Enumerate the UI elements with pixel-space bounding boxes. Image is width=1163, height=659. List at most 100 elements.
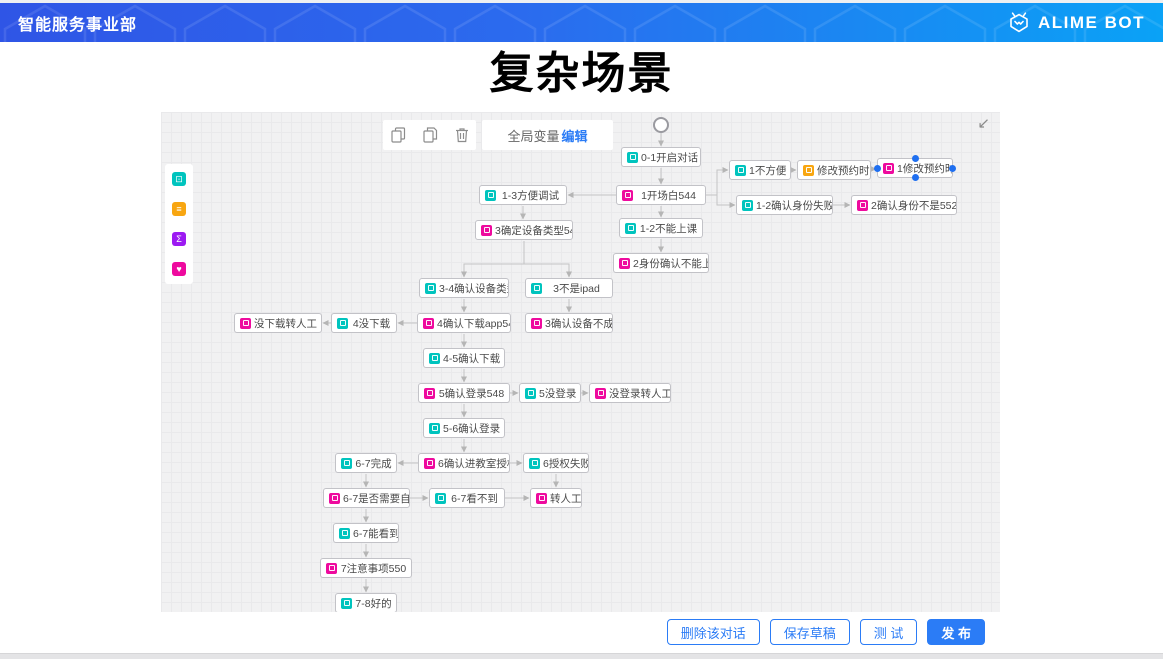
connection-handle[interactable] bbox=[912, 155, 919, 162]
flow-node-label: 1不方便 bbox=[746, 163, 790, 178]
bottom-strip bbox=[0, 653, 1163, 659]
flow-node[interactable]: 0-1开启对话 bbox=[621, 147, 701, 167]
copy-icon[interactable] bbox=[391, 127, 406, 143]
trash-icon[interactable] bbox=[455, 127, 469, 143]
magenta-node-icon bbox=[326, 563, 337, 574]
flow-node-label: 1开场白544 bbox=[633, 188, 705, 203]
flow-node[interactable]: 6-7完成 bbox=[335, 453, 397, 473]
palette-action-node-icon[interactable]: ≡ bbox=[172, 202, 186, 216]
delete-dialog-button[interactable]: 删除该对话 bbox=[667, 619, 760, 645]
footer-actions: 删除该对话 保存草稿 测 试 发 布 bbox=[0, 619, 985, 645]
connection-handle[interactable] bbox=[874, 165, 881, 172]
flow-node[interactable]: 3确定设备类型546 bbox=[475, 220, 573, 240]
palette-service-node-icon[interactable]: ♥ bbox=[172, 262, 186, 276]
flow-node-label: 转人工 bbox=[547, 491, 581, 506]
flow-node[interactable]: 7注意事项550 bbox=[320, 558, 412, 578]
flow-node-label: 4-5确认下载 bbox=[440, 351, 504, 366]
flow-node[interactable]: 3不是ipad bbox=[525, 278, 613, 298]
global-variables-bar: 全局变量 编辑 bbox=[482, 120, 613, 150]
flow-node[interactable]: 1开场白544 bbox=[616, 185, 706, 205]
teal-node-icon bbox=[742, 200, 753, 211]
flow-node[interactable]: 5没登录 bbox=[519, 383, 581, 403]
connection-handle[interactable] bbox=[949, 165, 956, 172]
teal-node-icon bbox=[485, 190, 496, 201]
teal-node-icon bbox=[339, 528, 350, 539]
node-actions-toolbar bbox=[383, 120, 476, 150]
flow-node[interactable]: 4没下载 bbox=[331, 313, 397, 333]
flow-node[interactable]: 6确认进教室授权54.. bbox=[418, 453, 510, 473]
magenta-node-icon bbox=[481, 225, 492, 236]
flow-node-label: 5-6确认登录 bbox=[440, 421, 504, 436]
teal-node-icon bbox=[529, 458, 540, 469]
teal-node-icon bbox=[531, 283, 542, 294]
teal-node-icon bbox=[625, 223, 636, 234]
flow-node-label: 6-7看不到 bbox=[446, 491, 504, 506]
hexagon-pattern bbox=[0, 3, 1163, 42]
flow-node-label: 没下载转人工 bbox=[251, 316, 321, 331]
flow-node[interactable]: 转人工 bbox=[530, 488, 582, 508]
collapse-canvas-icon[interactable]: ↙ bbox=[977, 114, 990, 132]
flow-node-label: 1修改预约时间 bbox=[894, 161, 952, 176]
flow-node[interactable]: 6授权失败 bbox=[523, 453, 589, 473]
flow-node-label: 修改预约时间 bbox=[814, 163, 870, 178]
magenta-node-icon bbox=[622, 190, 633, 201]
flow-node[interactable]: 2身份确认不能上课5.. bbox=[613, 253, 709, 273]
flow-node-label: 2身份确认不能上课5.. bbox=[630, 256, 708, 271]
flow-node[interactable]: 6-7看不到 bbox=[429, 488, 505, 508]
global-var-edit-link[interactable]: 编辑 bbox=[562, 126, 588, 145]
flow-node[interactable]: 6-7是否需要自测 bbox=[323, 488, 410, 508]
flow-node-label: 6-7完成 bbox=[352, 456, 396, 471]
flow-node[interactable]: 5确认登录548 bbox=[418, 383, 510, 403]
publish-button[interactable]: 发 布 bbox=[927, 619, 985, 645]
flow-node[interactable]: 4-5确认下载 bbox=[423, 348, 505, 368]
flow-node[interactable]: 1不方便 bbox=[729, 160, 791, 180]
flow-node-label: 3不是ipad bbox=[542, 281, 612, 296]
magenta-node-icon bbox=[536, 493, 547, 504]
flow-node[interactable]: 2确认身份不是552 bbox=[851, 195, 957, 215]
flow-node-label: 6授权失败 bbox=[540, 456, 588, 471]
teal-node-icon bbox=[341, 598, 352, 609]
save-draft-button[interactable]: 保存草稿 bbox=[770, 619, 850, 645]
connection-handle[interactable] bbox=[912, 174, 919, 181]
flow-node-label: 0-1开启对话 bbox=[638, 150, 700, 165]
flow-node[interactable]: 1-2不能上课 bbox=[619, 218, 703, 238]
flow-node-label: 1-2不能上课 bbox=[636, 221, 702, 236]
flow-node[interactable]: 1-2确认身份失败 bbox=[736, 195, 833, 215]
flow-node[interactable]: 6-7能看到 bbox=[333, 523, 399, 543]
teal-node-icon bbox=[337, 318, 348, 329]
teal-node-icon bbox=[525, 388, 536, 399]
palette-variable-node-icon[interactable]: Σ bbox=[172, 232, 186, 246]
flow-node[interactable]: 5-6确认登录 bbox=[423, 418, 505, 438]
teal-node-icon bbox=[429, 423, 440, 434]
flow-node[interactable]: 3-4确认设备类型 bbox=[419, 278, 509, 298]
app-header: 智能服务事业部 ALIME BOT bbox=[0, 3, 1163, 42]
flow-node-label: 4确认下载app54.. bbox=[434, 316, 510, 331]
flow-node[interactable]: 1-3方便调试 bbox=[479, 185, 567, 205]
flow-node[interactable]: 没下载转人工 bbox=[234, 313, 322, 333]
flow-node[interactable]: 7-8好的 bbox=[335, 593, 397, 612]
palette-dialogue-node-icon[interactable]: ⊡ bbox=[172, 172, 186, 186]
flow-node[interactable]: 3确认设备不成功55.. bbox=[525, 313, 613, 333]
teal-node-icon bbox=[429, 353, 440, 364]
teal-node-icon bbox=[735, 165, 746, 176]
magenta-node-icon bbox=[531, 318, 542, 329]
flow-node-label: 6确认进教室授权54.. bbox=[435, 456, 509, 471]
magenta-node-icon bbox=[329, 493, 340, 504]
flow-node[interactable]: 没登录转人工 bbox=[589, 383, 671, 403]
flow-node[interactable]: 修改预约时间 bbox=[797, 160, 871, 180]
node-palette: ⊡ ≡ Σ ♥ bbox=[165, 164, 193, 284]
flow-node-label: 3确定设备类型546 bbox=[492, 223, 572, 238]
global-var-label: 全局变量 bbox=[507, 126, 559, 145]
test-button[interactable]: 测 试 bbox=[860, 619, 918, 645]
flow-node-label: 4没下载 bbox=[348, 316, 396, 331]
flow-canvas[interactable]: 0-1开启对话 1开场白544 1-3方便调试 1不方便 修改预约时间 1修改预约时间 1-… bbox=[161, 112, 1000, 612]
magenta-node-icon bbox=[424, 458, 435, 469]
start-node[interactable] bbox=[653, 117, 669, 133]
flow-node-label: 7注意事项550 bbox=[337, 561, 411, 576]
flow-node-label: 5确认登录548 bbox=[435, 386, 509, 401]
flow-node[interactable]: 1修改预约时间 bbox=[877, 158, 953, 178]
duplicate-icon[interactable] bbox=[423, 127, 438, 143]
flow-node-label: 没登录转人工 bbox=[606, 386, 670, 401]
flow-node[interactable]: 4确认下载app54.. bbox=[417, 313, 511, 333]
brand-logo: ALIME BOT bbox=[1007, 11, 1145, 35]
